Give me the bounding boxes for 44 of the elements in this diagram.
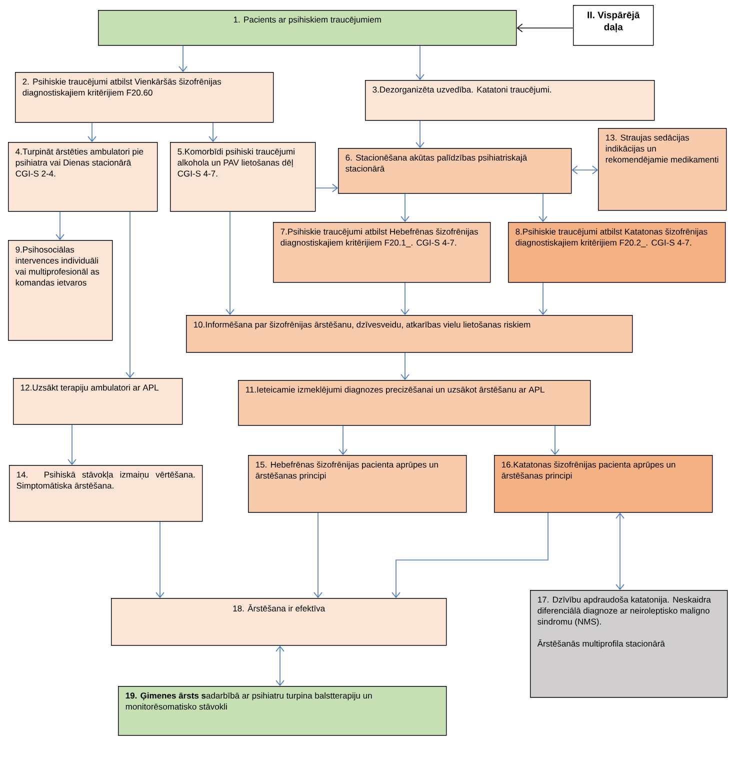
arrow: [338, 425, 348, 455]
arrow: [392, 512, 548, 598]
process-box: 4.Turpināt ārstēties ambulatori pie psihiatra vai Dienas stacionārā CGI-S 2-4.: [8, 142, 158, 212]
process-box: 8.Psihiskie traucējumi atbilst Katatonas šizofrēnijas diagnostiskajiem kritērijiem F20.2_. CGI-S 4-7.: [508, 222, 726, 283]
arrow: [208, 122, 218, 142]
process-box: 3.Dezorganizēta uzvedība. Katatoni traucējumi.: [365, 80, 655, 121]
process-box: 19. Ģimenes ārsts sadarbībā ar psihiatru turpina balstterapiju un monitorēsomatisko stāvokli: [118, 686, 447, 736]
arrow: [416, 45, 424, 80]
process-box: 16.Katatonas šizofrēnijas pacienta aprūpes un ārstēšanas principi: [494, 455, 713, 513]
process-box: 17. Dzīvību apdraudoša katatonija. Neskaidra diferenciālā diagnoze ar neiroleptisko maligno sindromu (NMS). Ārstēšanās multiprofila stacionārā: [530, 590, 728, 698]
arrow: [538, 282, 548, 315]
process-box: 1. Pacients ar psihiskiem traucējumiem: [98, 10, 517, 46]
process-box: 10.Informēšana par šizofrēnijas ārstēšanu, dzīvesveidu, atkarības vielu lietošanas riskiem: [186, 315, 633, 353]
process-box: 11.Ieteicamie izmeklējumi diagnozes precizēšanai un uzsākot ārstēšanu ar APL: [238, 380, 591, 426]
process-box: 7.Psihiskie traucējumi atbilst Hebefrēnas šizofrēnijas diagnostiskajiem kritērijiem F20.1_. CGI-S 4-7.: [273, 222, 491, 283]
process-box: 5.Komorbīdi psihiski traucējumi alkohola un PAV lietošanas dēļ CGI-S 4-7.: [170, 142, 316, 212]
process-box: 12.Uzsākt terapiju ambulatori ar APL: [13, 378, 183, 425]
arrow: [156, 521, 164, 598]
arrow: [315, 184, 338, 192]
arrow: [88, 122, 96, 142]
arrow: [226, 211, 234, 315]
arrow: [416, 120, 424, 148]
arrow: [516, 24, 574, 32]
arrow: [400, 193, 410, 222]
arrow: [68, 424, 76, 465]
arrow: [572, 166, 598, 174]
arrow: [314, 512, 322, 598]
arrow: [538, 193, 548, 222]
section-box: II. Vispārējā daļa: [573, 5, 654, 46]
arrow: [400, 352, 410, 380]
arrow: [550, 425, 560, 455]
process-box: 18. Ārstēšana ir efektīva: [111, 598, 447, 646]
process-box: 15. Hebefrēnas šizofrēnijas pacienta aprūpes un ārstēšanas principi: [248, 455, 467, 513]
process-box: 6. Stacionēšana akūtas palīdzības psihiatriskajā stacionārā: [338, 148, 572, 194]
process-box: 2. Psihiskie traucējumi atbilst Vienkāršās šizofrēnijas diagnostiskajiem kritērijiem F20.60: [15, 72, 274, 123]
arrow: [276, 646, 284, 686]
process-box: 14. Psihiskā stāvokļa izmaiņu vērtēšana. Simptomātiska ārstēšana.: [9, 465, 203, 522]
arrow: [616, 512, 624, 590]
arrow: [126, 211, 134, 378]
arrow: [178, 45, 188, 72]
arrow: [400, 282, 410, 315]
process-box: 9.Psihosociālas intervences individuāli vai multiprofesionāl as komandas ietvaros: [8, 240, 113, 341]
arrow: [56, 211, 64, 240]
process-box: 13. Straujas sedācijas indikācijas un rekomendējamie medikamenti: [598, 128, 727, 211]
